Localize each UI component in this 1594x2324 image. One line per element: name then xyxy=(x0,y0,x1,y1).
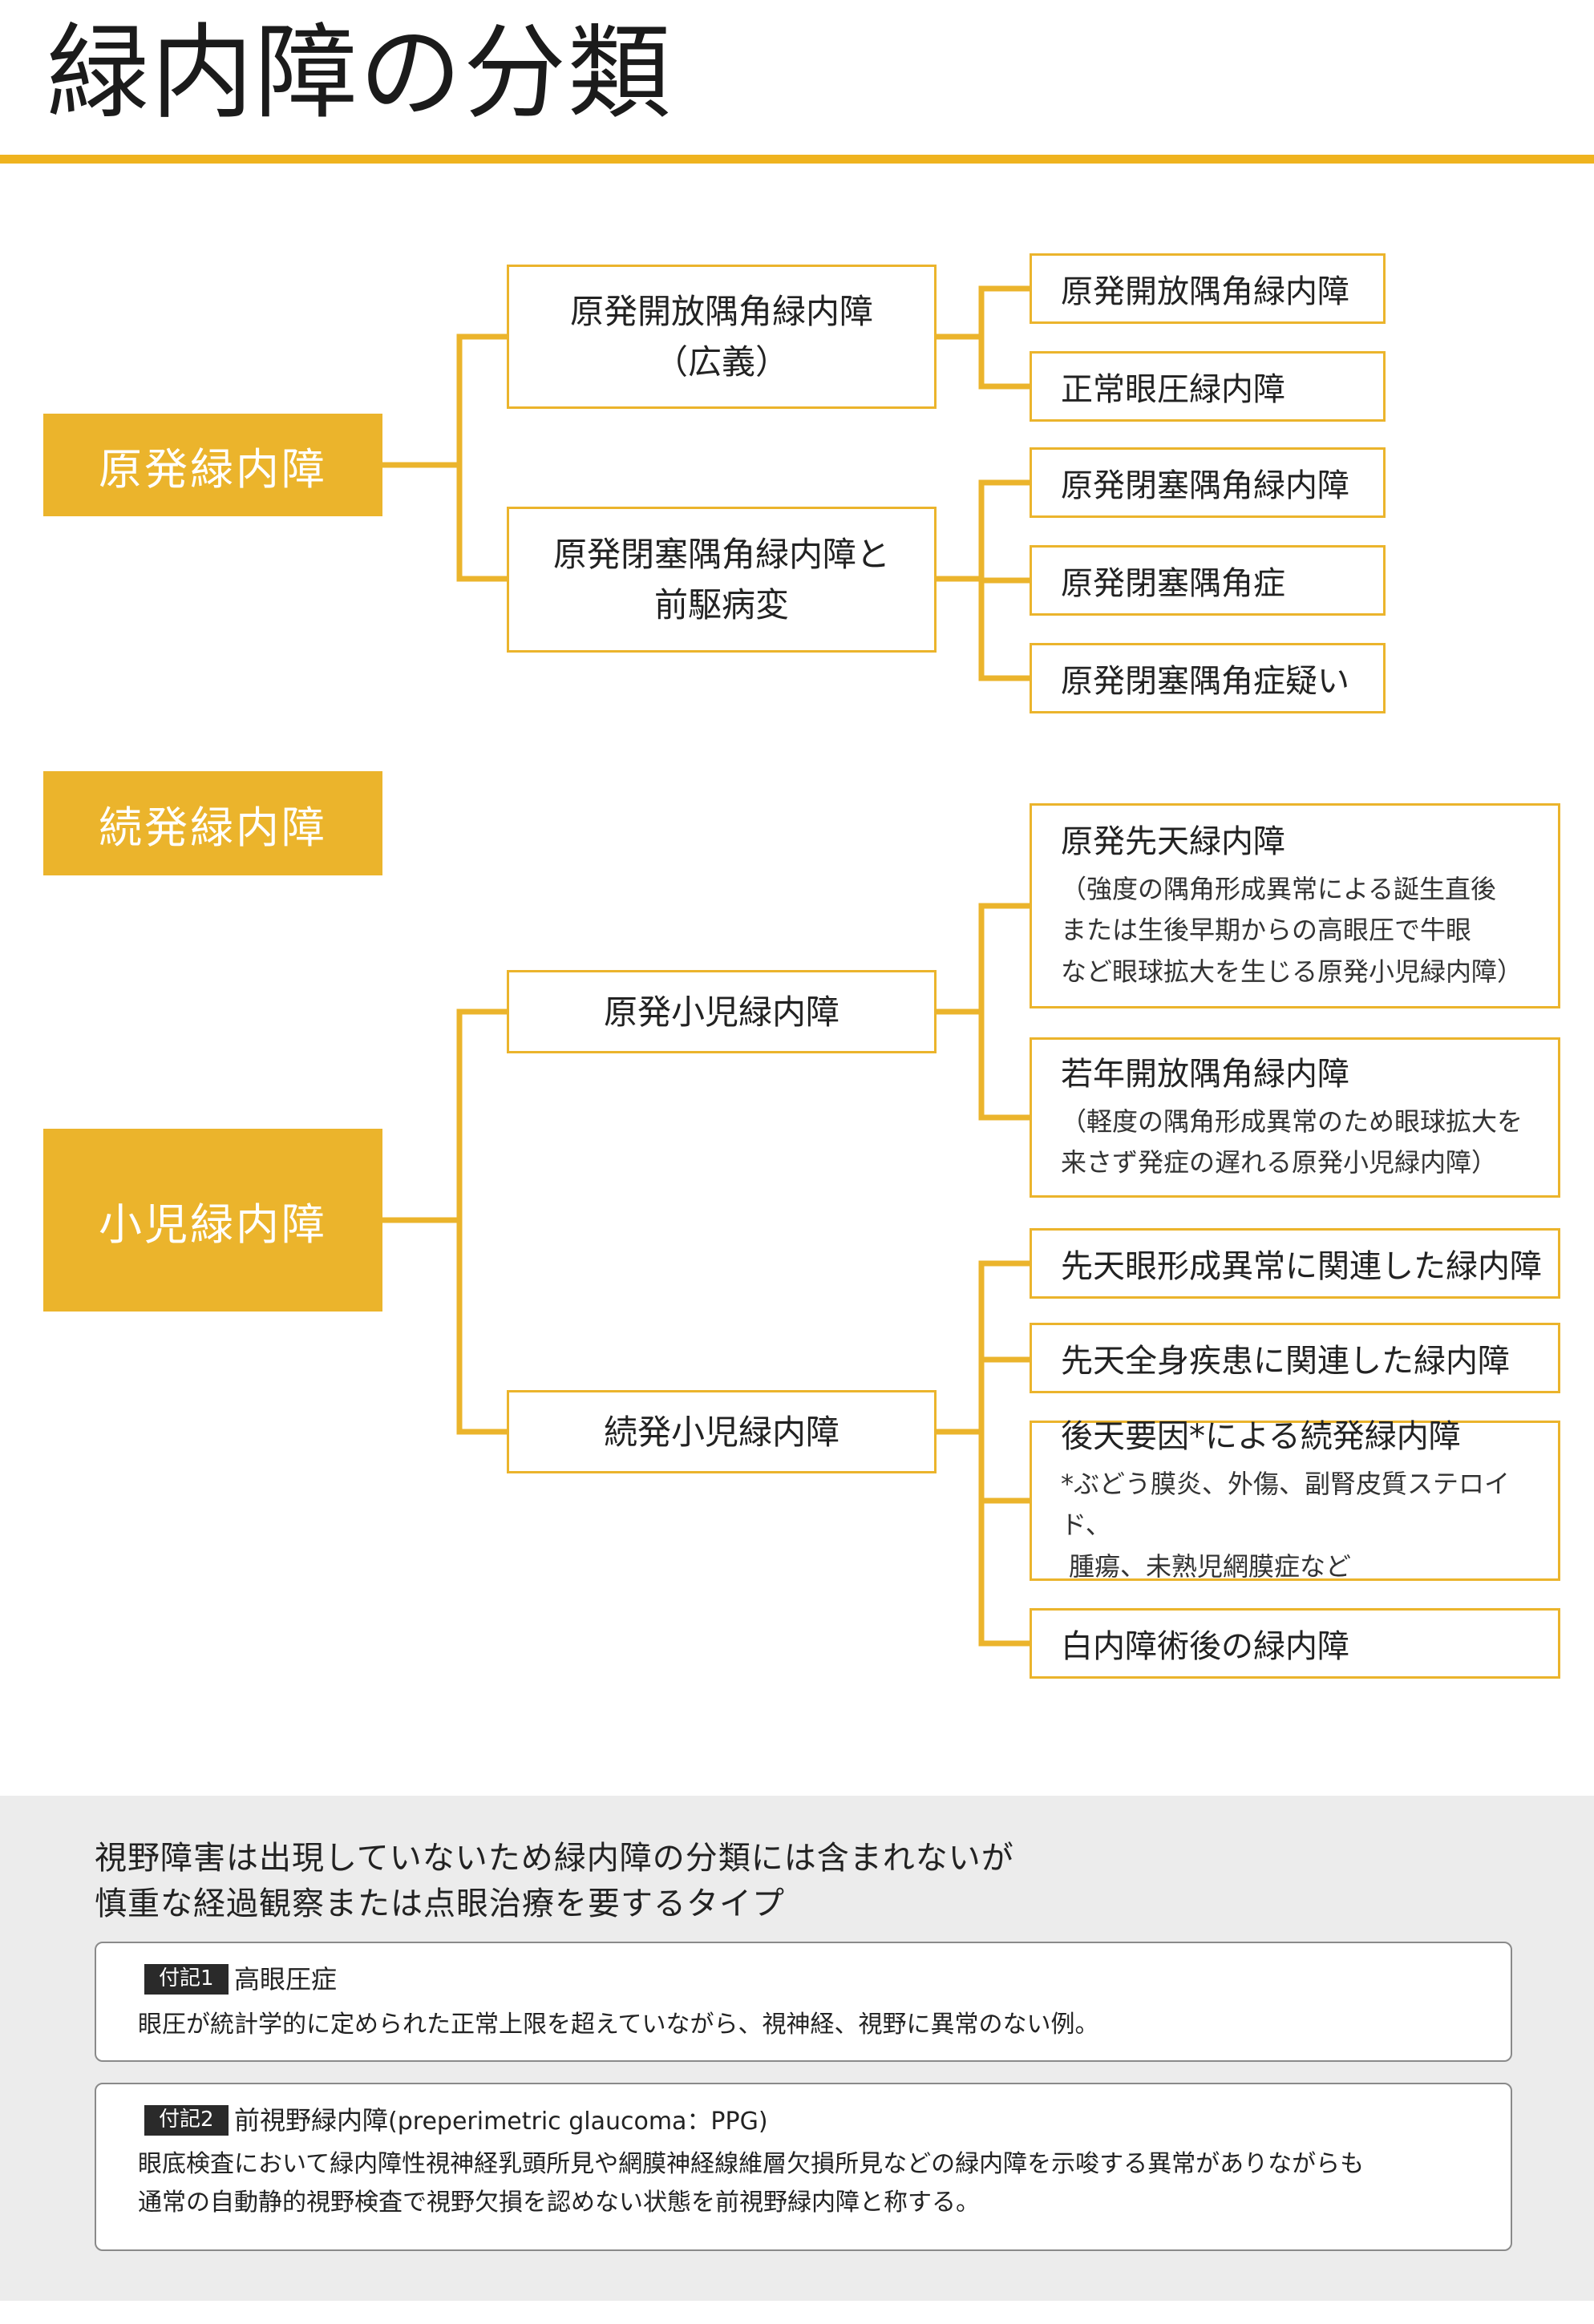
note-box-1: 付記1 高眼圧症 眼圧が統計学的に定められた正常上限を超えていながら、視神経、視… xyxy=(95,1942,1512,2062)
note2-tag: 付記2 xyxy=(144,2105,229,2136)
leaf-acquired-title: 後天要因*による続発緑内障 xyxy=(1061,1418,1461,1456)
sub-poag-broad-line2: （広義） xyxy=(653,342,789,382)
note1-title: 高眼圧症 xyxy=(234,1964,338,1995)
sub-poag-broad: 原発開放隅角緑内障 （広義） xyxy=(507,265,937,409)
note1-body: 眼圧が統計学的に定められた正常上限を超えていながら、視神経、視野に異常のない例。 xyxy=(138,2011,1099,2039)
panel-heading-line2: 慎重な経過観察または点眼治療を要するタイプ xyxy=(95,1885,785,1922)
leaf-systemic-disease: 先天全身疾患に関連した緑内障 xyxy=(1030,1323,1560,1393)
note2-title: 前視野緑内障(preperimetric glaucoma：PPG) xyxy=(234,2100,768,2137)
category-pediatric-glaucoma: 小児緑内障 xyxy=(43,1129,382,1312)
leaf-primary-congenital: 原発先天緑内障 （強度の隅角形成異常による誕生直後 または生後早期からの高眼圧で… xyxy=(1030,803,1560,1008)
leaf-after-cataract-surgery: 白内障術後の緑内障 xyxy=(1030,1608,1560,1679)
sub-pacg-line1: 原発閉塞隅角緑内障と xyxy=(552,535,890,574)
sub-primary-childhood: 原発小児緑内障 xyxy=(507,970,937,1053)
leaf-poag: 原発開放隅角緑内障 xyxy=(1030,253,1386,324)
category-secondary-glaucoma: 続発緑内障 xyxy=(43,771,382,875)
leaf-normal-tension: 正常眼圧緑内障 xyxy=(1030,351,1386,422)
leaf-pac-suspect: 原発閉塞隅角症疑い xyxy=(1030,643,1386,713)
note2-title-ja: 前視野緑内障 xyxy=(234,2105,389,2136)
sub-primary-childhood-label: 原発小児緑内障 xyxy=(603,992,839,1032)
sub-poag-broad-line1: 原発開放隅角緑内障 xyxy=(569,292,873,331)
leaf-pacg: 原発閉塞隅角緑内障 xyxy=(1030,447,1386,518)
leaf-ocular-anomaly: 先天眼形成異常に関連した緑内障 xyxy=(1030,1228,1560,1299)
leaf-juvenile-oag-note: （軽度の隅角形成異常のため眼球拡大を 来さず発症の遅れる原発小児緑内障） xyxy=(1061,1105,1523,1178)
connector-lines xyxy=(379,285,1033,1647)
leaf-primary-congenital-note: （強度の隅角形成異常による誕生直後 または生後早期からの高眼圧で牛眼 など眼球拡… xyxy=(1061,874,1523,987)
sub-secondary-childhood: 続発小児緑内障 xyxy=(507,1390,937,1473)
sub-pacg-line2: 前駆病変 xyxy=(653,585,789,624)
sub-pacg-and-precursors: 原発閉塞隅角緑内障と 前駆病変 xyxy=(507,507,937,653)
leaf-pac: 原発閉塞隅角症 xyxy=(1030,545,1386,616)
leaf-juvenile-oag-title: 若年開放隅角緑内障 xyxy=(1061,1055,1349,1093)
title-underline xyxy=(0,155,1594,164)
note-box-2: 付記2 前視野緑内障(preperimetric glaucoma：PPG) 眼… xyxy=(95,2083,1512,2251)
note2-title-en: (preperimetric glaucoma：PPG) xyxy=(388,2108,768,2136)
leaf-acquired-condition: 後天要因*による続発緑内障 *ぶどう膜炎、外傷、副腎皮質ステロイド、 腫瘍、未熟… xyxy=(1030,1418,1560,1582)
panel-heading-line1: 視野障害は出現していないため緑内障の分類には含まれないが xyxy=(95,1840,1014,1877)
supplementary-panel: 視野障害は出現していないため緑内障の分類には含まれないが 慎重な経過観察または点… xyxy=(0,1796,1594,2301)
leaf-juvenile-oag: 若年開放隅角緑内障 （軽度の隅角形成異常のため眼球拡大を 来さず発症の遅れる原発… xyxy=(1030,1037,1560,1198)
category-primary-glaucoma: 原発緑内障 xyxy=(43,414,382,516)
page-title: 緑内障の分類 xyxy=(47,14,673,133)
leaf-acquired-note: *ぶどう膜炎、外傷、副腎皮質ステロイド、 腫瘍、未熟児網膜症など xyxy=(1061,1469,1511,1582)
note2-body: 眼底検査において緑内障性視神経乳頭所見や網膜神経線維層欠損所見などの緑内障を示唆… xyxy=(138,2150,1365,2217)
note1-tag: 付記1 xyxy=(144,1964,229,1995)
leaf-primary-congenital-title: 原発先天緑内障 xyxy=(1061,823,1285,861)
sub-secondary-childhood-label: 続発小児緑内障 xyxy=(603,1412,839,1452)
